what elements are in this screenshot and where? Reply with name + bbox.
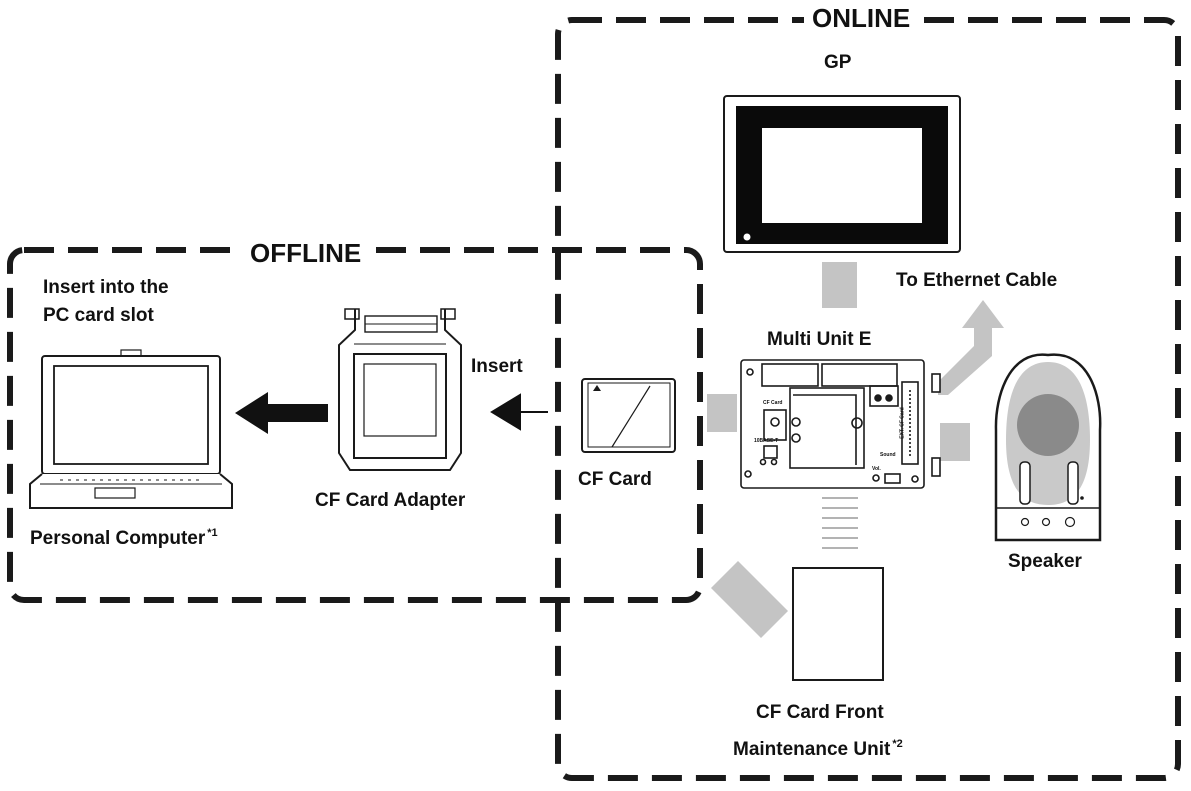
- gp-connector: [822, 262, 857, 308]
- multi-unit-sound-text: Sound: [880, 452, 896, 458]
- personal-computer: [29, 349, 233, 509]
- multi-unit-ethernet-text: 10BASE-T: [754, 438, 779, 444]
- insert-pc-slot-line1: Insert into the: [43, 277, 169, 298]
- gp-display: [723, 95, 961, 253]
- insert-to-pc-arrow: [235, 392, 328, 434]
- front-unit-connector: [711, 561, 788, 638]
- ethernet-arrow: [938, 300, 1004, 395]
- multi-unit-cf-slot-text: CF Card: [763, 400, 783, 406]
- cf-card-adapter: [338, 308, 462, 471]
- front-unit-label-line2: Maintenance Unit*2: [733, 738, 903, 762]
- cf-card: [581, 378, 676, 453]
- personal-computer-label: Personal Computer*1: [30, 527, 218, 551]
- cf-card-front-maintenance-unit: [792, 567, 884, 681]
- online-region-title: ONLINE: [804, 3, 919, 35]
- multi-unit-e: [740, 359, 941, 489]
- insert-pc-slot-line2: PC card slot: [43, 305, 154, 326]
- cf-card-connector: [707, 394, 737, 432]
- multi-unit-ext-cf-text: EXT. CF Card: [899, 407, 906, 439]
- to-ethernet-cable-label: To Ethernet Cable: [896, 270, 1058, 291]
- speaker-connector: [940, 423, 970, 461]
- personal-computer-text: Personal Computer: [30, 528, 206, 549]
- front-unit-text: Maintenance Unit: [733, 739, 891, 760]
- speaker: [994, 353, 1102, 542]
- insert-arrow: [490, 393, 548, 431]
- multi-unit-vol-text: Vol.: [872, 466, 881, 472]
- front-unit-footnote: *2: [892, 738, 903, 750]
- insert-label: Insert: [471, 356, 523, 377]
- personal-computer-footnote: *1: [207, 527, 218, 539]
- speaker-label: Speaker: [1008, 551, 1082, 572]
- flat-cable: [822, 497, 858, 549]
- online-region-border: [555, 17, 1181, 781]
- cf-card-adapter-label: CF Card Adapter: [315, 490, 466, 511]
- gp-label: GP: [824, 52, 852, 73]
- front-unit-label-line1: CF Card Front: [756, 702, 884, 723]
- multi-unit-e-label: Multi Unit E: [767, 329, 872, 350]
- cf-card-label: CF Card: [578, 469, 652, 490]
- offline-region-title: OFFLINE: [242, 238, 370, 270]
